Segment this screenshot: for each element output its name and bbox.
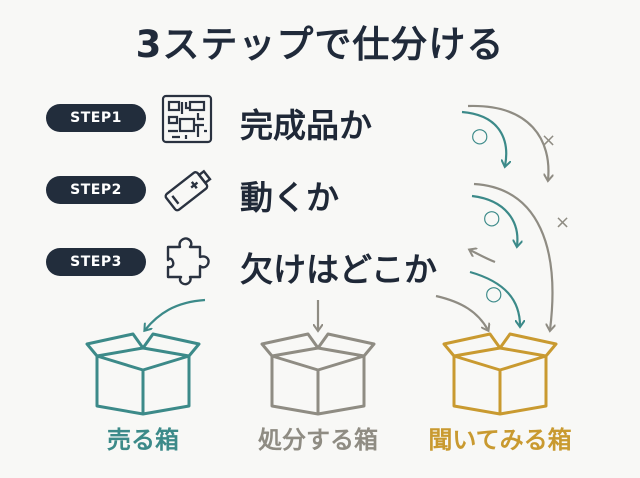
page-title: 3ステップで仕分ける [135, 23, 505, 66]
step2-badge: STEP2 [46, 176, 146, 204]
dispose-box-icon [260, 332, 376, 416]
step1-badge: STEP1 [46, 104, 146, 132]
circuit-icon [161, 94, 213, 144]
step3-branch-arrow [470, 250, 496, 264]
ask-box-icon [442, 332, 558, 416]
step2-ng-arrow [473, 182, 552, 330]
battery-icon [164, 169, 212, 212]
sell-box-label: 売る箱 [107, 426, 179, 454]
step2-ng-mark: × [555, 212, 570, 233]
step2-ok-arrow [471, 194, 517, 246]
sell-box-icon [85, 332, 201, 416]
step2-text: 動くか [240, 178, 339, 217]
step3-ok-mark: ○ [485, 281, 502, 305]
step3-text: 欠けはどこか [240, 250, 438, 289]
puzzle-piece-icon [166, 237, 210, 286]
step1-ng-arrow [467, 104, 548, 180]
step1-ng-mark: × [541, 130, 556, 151]
to-sell-box-arrow [145, 298, 206, 330]
step1-ok-arrow [461, 110, 506, 166]
step1-ok-mark: ○ [471, 123, 488, 147]
step3-badge: STEP3 [46, 248, 146, 276]
step2-ok-mark: ○ [483, 205, 500, 229]
step1-text: 完成品か [240, 106, 372, 145]
to-ask-box-arrow [435, 294, 488, 330]
dispose-box-label: 処分する箱 [258, 426, 378, 454]
step3-ok-arrow [469, 270, 520, 326]
ask-box-label: 聞いてみる箱 [428, 426, 572, 454]
